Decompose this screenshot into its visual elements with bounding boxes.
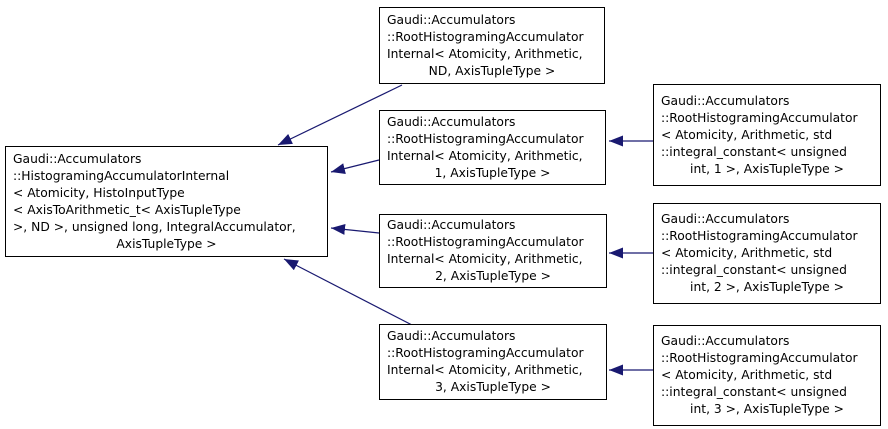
class-label-line: ::RootHistogramingAccumulator [661, 110, 858, 125]
class-node-root-accumulator-3[interactable]: Gaudi::Accumulators::RootHistogramingAcc… [653, 325, 881, 426]
class-label-line: ::RootHistogramingAccumulator [661, 351, 858, 365]
class-label-line: ::integral_constant< unsigned [661, 263, 847, 277]
class-node-root-internal-1[interactable]: Gaudi::Accumulators::RootHistogramingAcc… [379, 110, 606, 185]
class-label-line: ::integral_constant< unsigned [661, 385, 847, 399]
class-label-line: 2, AxisTupleType > [435, 269, 551, 283]
edge-internal-2-to-base [330, 223, 380, 235]
class-node-root-internal-2[interactable]: Gaudi::Accumulators::RootHistogramingAcc… [379, 214, 607, 288]
class-label-line: < Atomicity, Arithmetic, std [661, 127, 833, 142]
class-label-line: Gaudi::Accumulators [387, 114, 516, 129]
class-label-line: Internal< Atomicity, Arithmetic, [387, 148, 583, 163]
class-label-line: ::integral_constant< unsigned [661, 144, 847, 159]
class-label-line: Gaudi::Accumulators [13, 151, 142, 166]
class-node-root-accumulator-1[interactable]: Gaudi::Accumulators::RootHistogramingAcc… [653, 84, 881, 186]
class-label-line: 1, AxisTupleType > [434, 165, 551, 180]
class-label-line: < Atomicity, HistoInputType [13, 185, 185, 200]
class-node-histograming-accumulator-internal[interactable]: Gaudi::Accumulators::HistogramingAccumul… [5, 146, 328, 257]
class-label-line: ND, AxisTupleType > [428, 63, 556, 78]
class-label-line: < Atomicity, Arithmetic, std [661, 246, 833, 260]
class-node-root-internal-nd[interactable]: Gaudi::Accumulators::RootHistogramingAcc… [379, 7, 605, 84]
class-label-line: Internal< Atomicity, Arithmetic, [387, 363, 583, 377]
class-label-line: Gaudi::Accumulators [661, 93, 790, 108]
class-label-line: >, ND >, unsigned long, IntegralAccumula… [13, 219, 296, 234]
class-label-line: < Atomicity, Arithmetic, std [661, 368, 833, 382]
class-label-line: ::RootHistogramingAccumulator [387, 29, 584, 44]
class-label-line: Internal< Atomicity, Arithmetic, [387, 252, 583, 266]
class-label-line: ::RootHistogramingAccumulator [387, 235, 584, 249]
class-label-line: Internal< Atomicity, Arithmetic, [387, 46, 583, 61]
class-label-line: Gaudi::Accumulators [661, 212, 790, 226]
class-label-line: AxisTupleType > [116, 236, 217, 251]
class-node-root-accumulator-2[interactable]: Gaudi::Accumulators::RootHistogramingAcc… [653, 203, 881, 304]
class-label-line: int, 1 >, AxisTupleType > [690, 161, 844, 176]
class-node-root-internal-3[interactable]: Gaudi::Accumulators::RootHistogramingAcc… [379, 324, 607, 400]
class-label-line: Gaudi::Accumulators [387, 12, 516, 27]
edge-internal-1-to-base [330, 159, 380, 174]
class-label-line: Gaudi::Accumulators [661, 334, 790, 348]
class-label-line: < AxisToArithmetic_t< AxisTupleType [13, 202, 241, 217]
class-label-line: ::RootHistogramingAccumulator [661, 229, 858, 243]
class-label-line: int, 2 >, AxisTupleType > [690, 280, 844, 294]
class-label-line: 3, AxisTupleType > [435, 380, 551, 394]
class-label-line: ::RootHistogramingAccumulator [387, 131, 584, 146]
class-label-line: ::RootHistogramingAccumulator [387, 346, 584, 360]
class-label-line: Gaudi::Accumulators [387, 218, 516, 232]
class-label-line: Gaudi::Accumulators [387, 329, 516, 343]
class-label-line: int, 3 >, AxisTupleType > [690, 402, 844, 416]
class-label-line: ::HistogramingAccumulatorInternal [13, 168, 230, 183]
